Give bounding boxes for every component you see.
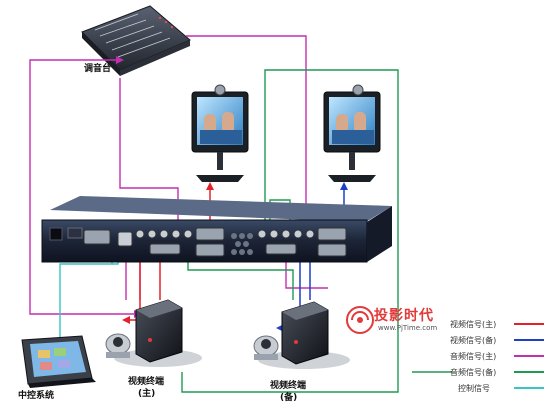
matrix-rack-unit [41,196,392,263]
video-terminal-main [105,299,202,367]
terminal-backup-label-line1: 视频终端 [270,381,307,391]
monitor-left [191,84,249,182]
watermark-url: www.PjTime.com [378,324,438,332]
terminal-main-label-line2: (主) [138,389,156,399]
mixer-label: 调音台 [84,64,112,74]
terminal-main-label-line1: 视频终端 [128,377,165,387]
terminal-backup-label-line2: (备) [280,393,298,403]
legend-audio-main: 音频信号(主) [450,352,497,361]
audio-main-lines [29,35,328,315]
video-terminal-backup [253,301,350,369]
legend-swatches [514,323,544,389]
watermark-logo [346,306,374,334]
watermark-brand: 投影时代 [374,308,434,324]
legend-control: 控制信号 [458,384,490,393]
legend-audio-backup: 音频信号(备) [450,368,497,377]
monitor-right [323,84,381,182]
legend-video-main: 视频信号(主) [450,320,497,329]
control-system-label: 中控系统 [18,391,55,401]
legend-video-backup: 视频信号(备) [450,336,497,345]
audio-mixer [81,5,191,76]
central-control-panel [21,335,96,388]
